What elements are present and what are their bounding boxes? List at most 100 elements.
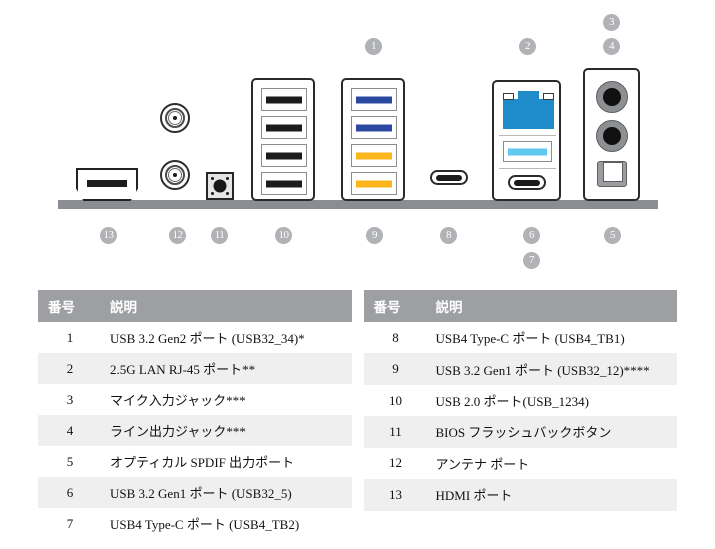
column-header-description: 説明 [427,290,677,322]
cluster-divider [499,168,556,169]
usb-2-0-port [261,88,307,111]
line-output-jack [596,120,628,152]
port-legend-tables: 番号 説明 1 USB 3.2 Gen2 ポート (USB32_34)* 2 2… [38,290,677,539]
row-number: 2 [38,353,102,384]
table-row-empty [363,510,677,539]
io-shield-rail [58,200,658,209]
antenna-port-lower [160,160,190,190]
antenna-port-upper [160,103,190,133]
type-c-port-contact [436,174,462,181]
usb-3-2-gen1-port [351,172,397,195]
row-number [363,510,428,539]
table-row: 11 BIOS フラッシュバックボタン [363,416,677,448]
usb-port-contact [356,96,392,103]
usb-port-contact [266,180,302,187]
table-row: 3 マイク入力ジャック*** [38,384,352,415]
row-number: 8 [363,322,428,354]
usb-3-2-gen1-port [503,141,552,162]
callout-badge-11: 11 [211,227,228,244]
row-number: 9 [363,353,428,385]
callout-badge-8: 8 [440,227,457,244]
table-header-row: 番号 説明 [38,290,352,322]
row-description: HDMI ポート [427,479,677,511]
callout-badge-10: 10 [275,227,292,244]
bios-button-center [213,179,227,193]
row-description: USB4 Type-C ポート (USB4_TB2) [102,508,352,539]
microphone-input-jack [596,81,628,113]
callout-badge-4: 4 [603,38,620,55]
usb-2-0-port [261,172,307,195]
rj45-led-right-icon [543,93,554,100]
hdmi-port-slot [87,180,127,187]
column-header-number: 番号 [38,290,102,322]
row-description: USB 3.2 Gen1 ポート (USB32_5) [102,477,352,508]
bios-button-screw-icon [211,192,214,195]
usb-3-2-gen1-port [351,144,397,167]
usb-2-0-port-stack [251,78,315,201]
type-c-port-contact [514,179,540,186]
rear-io-panel-diagram: 1 2 3 4 5 6 7 8 9 10 11 12 13 [0,0,715,275]
lan-rj45-port [503,91,554,129]
cluster-divider [499,135,556,136]
rj45-led-left-icon [503,93,514,100]
antenna-port-ring [168,111,182,125]
row-description: アンテナ ポート [427,447,677,480]
table-row: 8 USB4 Type-C ポート (USB4_TB1) [363,322,677,354]
callout-badge-7: 7 [523,252,540,269]
usb4-type-c-port-tb2 [508,175,546,190]
table-row: 4 ライン出力ジャック*** [38,415,352,446]
usb-3-2-gen2-port [351,88,397,111]
port-legend-table-right: 番号 説明 8 USB4 Type-C ポート (USB4_TB1) 9 USB… [363,290,677,539]
callout-badge-9: 9 [366,227,383,244]
hdmi-port [76,168,138,201]
row-number: 6 [38,477,102,508]
callout-badge-3: 3 [603,14,620,31]
callout-badge-6: 6 [523,227,540,244]
bios-flashback-button [206,172,234,200]
callout-badge-12: 12 [169,227,186,244]
row-description: マイク入力ジャック*** [102,384,352,415]
port-legend-table-left: 番号 説明 1 USB 3.2 Gen2 ポート (USB32_34)* 2 2… [38,290,352,539]
hdmi-port-body [76,168,138,201]
usb-port-contact [356,152,392,159]
usb4-type-c-port-tb1 [430,170,468,185]
row-number: 10 [363,384,428,417]
table-row: 9 USB 3.2 Gen1 ポート (USB32_12)**** [363,353,677,385]
column-header-number: 番号 [363,290,428,322]
table-header-row: 番号 説明 [363,290,677,322]
usb-port-contact [266,152,302,159]
row-number: 7 [38,508,102,539]
usb-port-contact [356,124,392,131]
row-number: 11 [363,416,428,448]
row-description: USB 3.2 Gen1 ポート (USB32_12)**** [427,353,677,385]
row-number: 4 [38,415,102,446]
bios-button-screw-icon [226,177,229,180]
row-description: オプティカル SPDIF 出力ポート [102,446,352,477]
table-row: 6 USB 3.2 Gen1 ポート (USB32_5) [38,477,352,508]
row-description: USB 2.0 ポート(USB_1234) [427,384,677,417]
table-row: 5 オプティカル SPDIF 出力ポート [38,446,352,477]
row-number: 3 [38,384,102,415]
row-description: USB 3.2 Gen2 ポート (USB32_34)* [102,322,352,353]
usb-3-2-port-stack [341,78,405,201]
usb-2-0-port [261,144,307,167]
rj45-latch [518,91,539,101]
audio-port-cluster [583,68,640,201]
row-number: 12 [363,447,428,480]
row-number: 13 [363,479,428,511]
table-row: 7 USB4 Type-C ポート (USB4_TB2) [38,508,352,539]
callout-badge-1: 1 [365,38,382,55]
usb-2-0-port [261,116,307,139]
callout-badge-13: 13 [100,227,117,244]
optical-spdif-out-port [597,161,627,187]
row-description: USB4 Type-C ポート (USB4_TB1) [427,322,677,354]
usb-port-contact [266,124,302,131]
table-row: 10 USB 2.0 ポート(USB_1234) [363,384,677,417]
row-number: 1 [38,322,102,353]
bios-button-screw-icon [211,177,214,180]
row-description: BIOS フラッシュバックボタン [427,416,677,448]
column-header-description: 説明 [102,290,352,322]
usb-port-contact [508,148,547,155]
antenna-port-ring [168,168,182,182]
callout-badge-5: 5 [604,227,621,244]
